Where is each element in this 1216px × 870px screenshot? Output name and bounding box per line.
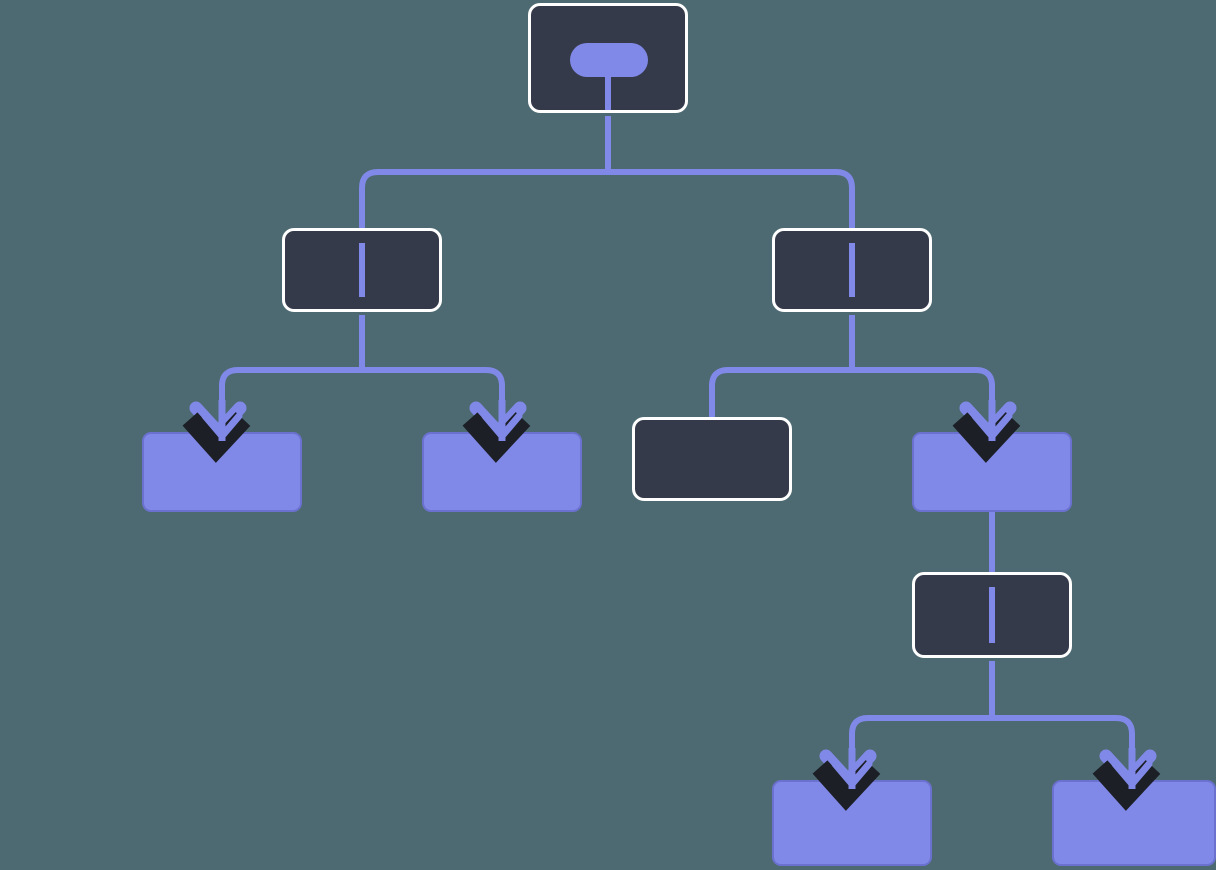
arrowhead-level2-d xyxy=(952,400,1021,463)
node-level3[interactable] xyxy=(912,572,1072,658)
arrowhead-level4-b xyxy=(1092,748,1161,811)
arrowhead-level2-b xyxy=(462,400,531,463)
node-level2-d[interactable] xyxy=(912,432,1072,512)
arrowhead-level4-a xyxy=(812,748,881,811)
node-level2-c[interactable] xyxy=(632,417,792,501)
arrowhead-level2-a xyxy=(182,400,251,463)
